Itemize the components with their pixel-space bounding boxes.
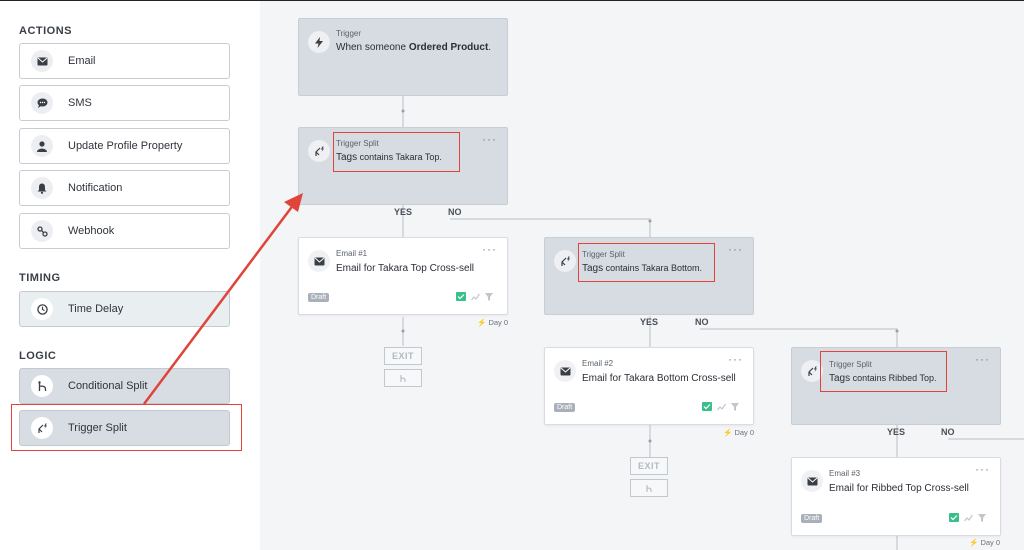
trend-icon bbox=[471, 293, 480, 300]
more-options-button[interactable]: ··· bbox=[482, 242, 497, 256]
email-node-1[interactable]: ··· Email #1 Email for Takara Top Cross-… bbox=[298, 237, 508, 315]
sidebar-item-label: Conditional Split bbox=[68, 380, 148, 392]
email-node-3[interactable]: ··· Email #3 Email for Ribbed Top Cross-… bbox=[791, 457, 1001, 536]
email-title: Email for Takara Top Cross-sell bbox=[336, 263, 475, 274]
sidebar-item-trigger-split[interactable]: Trigger Split bbox=[19, 410, 230, 446]
filter-icon bbox=[731, 402, 739, 411]
chat-bubble-icon bbox=[31, 92, 53, 114]
email-tools bbox=[456, 292, 493, 301]
timing-heading: TIMING bbox=[19, 272, 61, 284]
day-label: ⚡ Day 0 bbox=[969, 538, 1001, 547]
sidebar-item-label: Email bbox=[68, 55, 96, 67]
exit-button[interactable]: EXIT bbox=[384, 347, 422, 365]
flow-connectors bbox=[401, 96, 1024, 550]
lightning-icon bbox=[308, 31, 330, 53]
yes-label: YES bbox=[640, 317, 659, 327]
send-check-icon bbox=[949, 513, 959, 522]
sidebar-item-webhook[interactable]: Webhook bbox=[19, 213, 230, 249]
email-tools bbox=[702, 402, 739, 411]
more-options-button[interactable]: ··· bbox=[728, 352, 743, 366]
clock-icon bbox=[31, 298, 53, 320]
sidebar-item-conditional-split[interactable]: Conditional Split bbox=[19, 368, 230, 404]
sidebar-item-label: Webhook bbox=[68, 225, 115, 237]
envelope-icon bbox=[801, 470, 823, 492]
no-label: NO bbox=[448, 207, 462, 217]
trigger-event: Ordered Product bbox=[408, 42, 489, 53]
sidebar-item-label: Time Delay bbox=[68, 303, 124, 315]
sidebar-item-sms[interactable]: SMS bbox=[19, 85, 230, 121]
trigger-text: When someone Ordered Product. bbox=[336, 42, 492, 53]
sidebar-item-label: Update Profile Property bbox=[68, 140, 183, 152]
sidebar-item-label: SMS bbox=[68, 97, 92, 109]
trigger-node[interactable]: Trigger When someone Ordered Product. bbox=[298, 18, 508, 96]
trend-icon bbox=[964, 514, 973, 521]
envelope-icon bbox=[31, 50, 53, 72]
split-kicker: Trigger Split bbox=[582, 250, 625, 259]
selection-highlight-box bbox=[11, 404, 242, 451]
sidebar-item-time-delay[interactable]: Time Delay bbox=[19, 291, 230, 327]
highlight-box bbox=[333, 132, 460, 172]
draft-badge: Draft bbox=[801, 514, 823, 523]
day-label: ⚡ Day 0 bbox=[723, 428, 755, 437]
user-icon bbox=[31, 135, 53, 157]
envelope-icon bbox=[308, 250, 330, 272]
trigger-kicker: Trigger bbox=[336, 29, 362, 38]
trigger-split-node-2[interactable]: ··· Trigger Split Tags contains Takara B… bbox=[544, 237, 754, 315]
email-title: Email for Ribbed Top Cross-sell bbox=[829, 483, 969, 494]
yes-label: YES bbox=[394, 207, 413, 217]
more-options-button[interactable]: ··· bbox=[728, 242, 743, 256]
email-node-2[interactable]: ··· Email #2 Email for Takara Bottom Cro… bbox=[544, 347, 754, 425]
trigger-split-icon bbox=[801, 360, 823, 382]
split-kicker: Trigger Split bbox=[829, 360, 872, 369]
more-options-button[interactable]: ··· bbox=[482, 132, 497, 146]
logic-heading: LOGIC bbox=[19, 350, 57, 362]
split-condition: Tags contains Takara Bottom. bbox=[582, 263, 703, 274]
day-label: ⚡ Day 0 bbox=[477, 318, 509, 327]
filter-icon bbox=[485, 292, 493, 301]
email-title: Email for Takara Bottom Cross-sell bbox=[582, 373, 736, 384]
split-condition: Tags contains Takara Top. bbox=[336, 152, 442, 163]
bell-icon bbox=[31, 177, 53, 199]
trigger-split-node-3[interactable]: ··· Trigger Split Tags contains Ribbed T… bbox=[791, 347, 1001, 425]
branch-icon bbox=[646, 484, 652, 492]
more-options-button[interactable]: ··· bbox=[975, 462, 990, 476]
draft-badge: Draft bbox=[308, 293, 330, 302]
email-kicker: Email #3 bbox=[829, 469, 861, 478]
email-tools bbox=[949, 513, 986, 522]
branch-button[interactable] bbox=[630, 479, 668, 497]
actions-heading: ACTIONS bbox=[19, 25, 72, 37]
sidebar: ACTIONS Email SMS Update Profile Propert… bbox=[0, 0, 260, 550]
no-label: NO bbox=[941, 427, 955, 437]
send-check-icon bbox=[702, 402, 712, 411]
branch-icon bbox=[400, 374, 406, 382]
trend-icon bbox=[717, 403, 726, 410]
no-label: NO bbox=[695, 317, 709, 327]
draft-badge: Draft bbox=[554, 403, 576, 412]
trigger-split-icon bbox=[31, 417, 53, 439]
webhook-icon bbox=[31, 220, 53, 242]
yes-label: YES bbox=[887, 427, 906, 437]
sidebar-item-email[interactable]: Email bbox=[19, 43, 230, 79]
sidebar-item-notification[interactable]: Notification bbox=[19, 170, 230, 206]
sidebar-item-label: Trigger Split bbox=[68, 422, 127, 434]
send-check-icon bbox=[456, 292, 466, 301]
trigger-split-icon bbox=[554, 250, 576, 272]
exit-button[interactable]: EXIT bbox=[630, 457, 668, 475]
sidebar-item-update-profile-property[interactable]: Update Profile Property bbox=[19, 128, 230, 164]
split-condition: Tags contains Ribbed Top. bbox=[829, 373, 937, 384]
highlight-box bbox=[578, 243, 715, 282]
filter-icon bbox=[978, 513, 986, 522]
split-icon bbox=[31, 375, 53, 397]
trigger-split-node-1[interactable]: ··· Trigger Split Tags contains Takara T… bbox=[298, 127, 508, 205]
flow-canvas[interactable]: Trigger When someone Ordered Product. ··… bbox=[260, 0, 1024, 550]
sidebar-item-label: Notification bbox=[68, 182, 123, 194]
branch-button[interactable] bbox=[384, 369, 422, 387]
envelope-icon bbox=[554, 360, 576, 382]
trigger-split-icon bbox=[308, 140, 330, 162]
email-kicker: Email #2 bbox=[582, 359, 614, 368]
email-kicker: Email #1 bbox=[336, 249, 368, 258]
split-kicker: Trigger Split bbox=[336, 139, 379, 148]
more-options-button[interactable]: ··· bbox=[975, 352, 990, 366]
highlight-box bbox=[820, 351, 947, 392]
